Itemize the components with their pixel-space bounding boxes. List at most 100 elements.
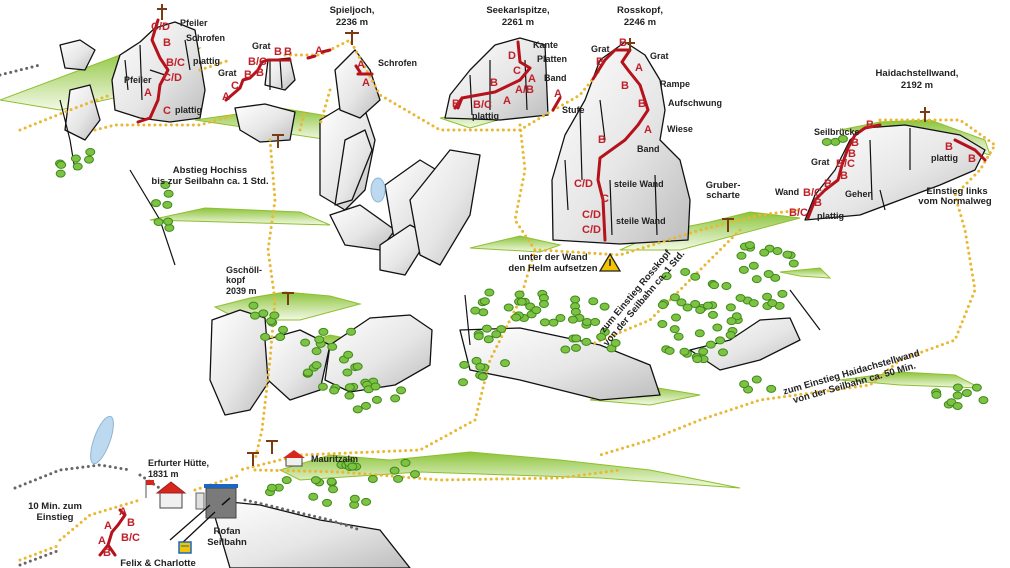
tree-icon bbox=[511, 313, 522, 322]
feature-label: Schrofen bbox=[378, 58, 417, 68]
tree-icon bbox=[952, 383, 963, 392]
grade-label: B/C bbox=[248, 56, 267, 68]
tree-icon bbox=[931, 390, 942, 399]
tree-icon bbox=[344, 391, 355, 400]
tree-icon bbox=[311, 347, 322, 356]
rock-formations bbox=[59, 21, 986, 568]
tree-icon bbox=[317, 382, 328, 391]
tree-icon bbox=[661, 272, 672, 281]
grade-label: B bbox=[103, 547, 111, 559]
grade-label: C/D bbox=[151, 21, 170, 33]
feature-label: plattig bbox=[175, 105, 202, 115]
tree-icon bbox=[459, 360, 470, 369]
tree-icon bbox=[571, 343, 582, 352]
grade-labels: C/D B B/C C/D A C B B B/C B B C A A A A … bbox=[98, 21, 976, 559]
tree-icon bbox=[470, 306, 481, 315]
zehn-min-note-2: Einstieg bbox=[37, 512, 74, 523]
grey-trails bbox=[0, 63, 362, 567]
tree-icon bbox=[560, 345, 571, 354]
tree-icon bbox=[70, 154, 81, 163]
grade-label: C/D bbox=[574, 178, 593, 190]
tree-icon bbox=[484, 288, 495, 297]
tree-icon bbox=[367, 474, 378, 483]
tree-icon bbox=[310, 476, 321, 485]
tree-icon bbox=[326, 477, 337, 486]
abstieg-note-2: bis zur Seilbahn ca. 1 Std. bbox=[151, 176, 268, 187]
grade-label: A bbox=[315, 45, 323, 57]
feature-label: Band bbox=[544, 73, 567, 83]
tree-icon bbox=[782, 250, 793, 259]
grade-label: A bbox=[362, 77, 370, 89]
grade-label: B bbox=[638, 98, 646, 110]
grade-label: B bbox=[284, 46, 292, 58]
grade-label: A bbox=[644, 124, 652, 136]
tree-icon bbox=[258, 309, 269, 318]
peak-height-spieljoch: 2236 m bbox=[336, 17, 368, 28]
warning-icon bbox=[598, 252, 622, 272]
helm-note: unter der Wand bbox=[518, 252, 588, 263]
tree-icon bbox=[458, 378, 469, 387]
feature-label: Aufschwung bbox=[668, 98, 722, 108]
tree-icon bbox=[588, 297, 599, 306]
tree-icon bbox=[390, 394, 401, 403]
feature-label: Kante bbox=[533, 40, 558, 50]
grade-label: C/D bbox=[582, 209, 601, 221]
feature-label: Stufe bbox=[562, 105, 585, 115]
tree-icon bbox=[555, 313, 566, 322]
peak-name-haidachstellwand: Haidachstellwand, bbox=[876, 68, 959, 79]
grade-label: A bbox=[554, 88, 562, 100]
tree-icon bbox=[707, 310, 718, 319]
tree-icon bbox=[671, 313, 682, 322]
abstieg-note: Abstieg Hochiss bbox=[173, 165, 247, 176]
tree-icon bbox=[721, 282, 732, 291]
tree-icon bbox=[571, 334, 582, 343]
helm-note-2: den Helm aufsetzen bbox=[508, 263, 597, 274]
trails bbox=[18, 38, 997, 562]
tree-icon bbox=[766, 384, 777, 393]
tree-icon bbox=[160, 181, 171, 190]
grade-label: C/D bbox=[163, 72, 182, 84]
tree-icon bbox=[669, 325, 680, 334]
tree-icon bbox=[371, 395, 382, 404]
tree-icon bbox=[396, 386, 407, 395]
grade-label: C bbox=[231, 80, 239, 92]
grade-label: C/D bbox=[582, 224, 601, 236]
tree-icon bbox=[692, 355, 703, 364]
peak-name-spieljoch: Spieljoch, bbox=[330, 5, 375, 16]
feature-label: plattig bbox=[193, 56, 220, 66]
tree-icon bbox=[657, 301, 668, 310]
tree-icon bbox=[596, 332, 607, 341]
tree-icon bbox=[709, 281, 720, 290]
feature-label: steile Wand bbox=[614, 179, 664, 189]
tree-icon bbox=[328, 485, 339, 494]
erfurter-huette-hut-icon bbox=[145, 480, 187, 509]
tree-icon bbox=[329, 386, 340, 395]
grade-label: B bbox=[814, 197, 822, 209]
tree-icon bbox=[83, 155, 94, 164]
feature-label: plattig bbox=[472, 111, 499, 121]
tree-icon bbox=[370, 382, 381, 391]
tree-icon bbox=[581, 337, 592, 346]
tree-icon bbox=[314, 335, 325, 344]
tree-icon bbox=[762, 292, 773, 301]
tree-icon bbox=[269, 311, 280, 320]
tree-icon bbox=[163, 189, 174, 198]
tree-icon bbox=[162, 200, 173, 209]
tree-icon bbox=[971, 383, 982, 392]
tree-icon bbox=[837, 134, 848, 143]
tree-icon bbox=[266, 483, 277, 492]
feature-label: Gehen bbox=[845, 189, 873, 199]
tree-icon bbox=[705, 340, 716, 349]
peak-height-rosskopf: 2246 m bbox=[624, 17, 656, 28]
grade-label: B/C bbox=[789, 207, 808, 219]
grade-label: A bbox=[503, 95, 511, 107]
grade-label: B bbox=[598, 134, 606, 146]
tree-icon bbox=[503, 303, 514, 312]
seilbahn-station bbox=[169, 484, 238, 546]
tree-icon bbox=[327, 342, 338, 351]
tree-icon bbox=[342, 368, 353, 377]
zehn-min-note: 10 Min. zum bbox=[28, 501, 82, 512]
tree-clusters bbox=[55, 134, 989, 509]
peak-height-gschoellkopf: 2039 m bbox=[226, 286, 257, 296]
tree-icon bbox=[736, 251, 747, 260]
